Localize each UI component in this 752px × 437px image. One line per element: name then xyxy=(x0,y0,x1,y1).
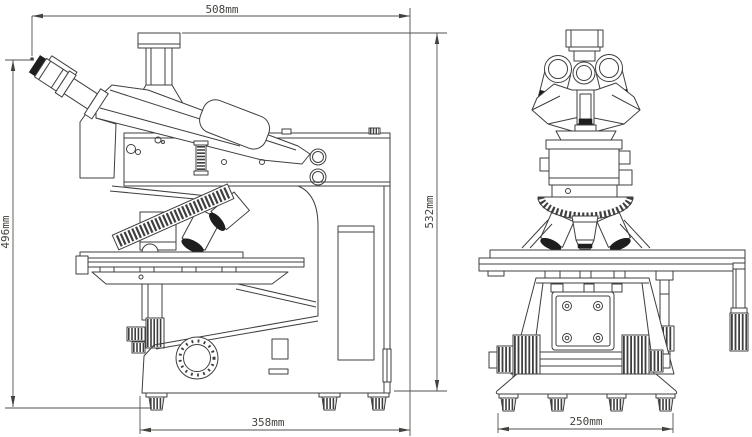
focus-plate xyxy=(551,291,615,351)
dimensions: 508mm 496mm 532mm 358mm xyxy=(0,3,674,436)
illumination-slider xyxy=(195,144,207,172)
objective-lens xyxy=(209,191,250,231)
screw xyxy=(562,333,572,343)
arm-body xyxy=(123,127,391,187)
dim-label-right-height: 532mm xyxy=(423,195,436,228)
clamp-screw xyxy=(126,144,136,154)
feet xyxy=(145,392,390,411)
screw xyxy=(562,301,572,311)
stage-xy-handle xyxy=(729,262,749,352)
dimension-right-height: 532mm xyxy=(182,32,447,392)
screw xyxy=(593,301,603,311)
label-plate xyxy=(271,338,289,360)
foot xyxy=(498,393,519,412)
head-front xyxy=(531,54,641,143)
objective-lens-center xyxy=(571,215,599,250)
foot xyxy=(655,393,676,412)
filter-port xyxy=(309,168,327,186)
objective-lens xyxy=(596,211,631,251)
dimension-top-width: 508mm xyxy=(30,3,411,436)
foot xyxy=(547,393,568,412)
foot xyxy=(145,392,168,411)
foot xyxy=(367,392,390,411)
arm-details xyxy=(126,136,327,186)
base-front xyxy=(495,373,678,412)
foot xyxy=(318,392,341,411)
nosepiece-front xyxy=(521,184,651,251)
dimension-left-height: 496mm xyxy=(0,59,152,409)
screw xyxy=(593,333,603,343)
stage-front xyxy=(478,249,746,279)
column-and-base xyxy=(141,185,392,394)
stage-xy-knobs xyxy=(126,283,165,354)
filter-port xyxy=(309,148,327,166)
prism-housing xyxy=(199,99,271,150)
dim-label-base-depth: 358mm xyxy=(251,416,284,429)
stage xyxy=(75,243,317,308)
nosepiece-turret-ring xyxy=(111,183,235,251)
focus-knobs-front xyxy=(488,334,671,379)
dim-label-left-height: 496mm xyxy=(0,215,12,248)
eyepiece-tube xyxy=(28,55,109,120)
dim-label-base-width: 250mm xyxy=(569,415,602,428)
foot xyxy=(606,393,627,412)
nosepiece xyxy=(109,183,250,254)
dimension-base-depth: 358mm xyxy=(139,396,410,434)
dim-label-top-width: 508mm xyxy=(205,3,238,16)
specimen-clip xyxy=(141,243,159,253)
side-view xyxy=(28,32,392,411)
dimension-base-width: 250mm xyxy=(497,413,674,433)
front-view xyxy=(478,29,749,412)
lamphouse-panel xyxy=(337,225,375,361)
phototube-front xyxy=(565,29,604,62)
objective-lens xyxy=(540,211,575,251)
focus-knob xyxy=(175,336,219,380)
